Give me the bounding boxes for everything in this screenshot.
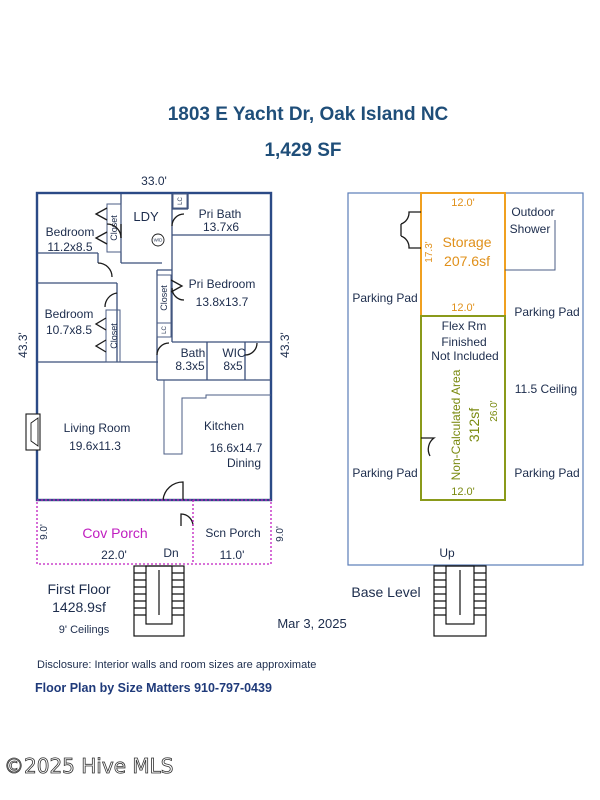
cov-porch-name: Cov Porch bbox=[82, 525, 147, 541]
parking-pad-2: Parking Pad bbox=[514, 305, 579, 319]
storage-bottom-dim: 12.0' bbox=[451, 302, 475, 314]
storage-top-dim: 12.0' bbox=[451, 197, 475, 209]
closet-label-2: Closet bbox=[109, 323, 119, 349]
wd-label: W/D bbox=[154, 238, 163, 243]
storage-name: Storage bbox=[442, 234, 491, 250]
dim-depth-left: 43.3' bbox=[16, 332, 30, 358]
first-floor-ceiling: 9' Ceilings bbox=[59, 624, 110, 636]
bath-name: Bath bbox=[181, 346, 206, 360]
cov-porch-width: 22.0' bbox=[101, 548, 127, 562]
non-calc-sf: 312sf bbox=[466, 408, 482, 442]
pri-bath-name: Pri Bath bbox=[199, 207, 242, 221]
dim-width-top: 33.0' bbox=[141, 174, 167, 188]
pri-bedroom-dim: 13.8x13.7 bbox=[196, 295, 249, 309]
kitchen-counters bbox=[163, 380, 271, 455]
first-floor-area: 1428.9sf bbox=[52, 599, 106, 615]
flex-room bbox=[420, 315, 506, 501]
pri-bedroom-name: Pri Bedroom bbox=[189, 277, 256, 291]
scn-porch-width: 11.0' bbox=[220, 548, 245, 562]
base-level-plan: 12.0' 17.3' Storage 207.6sf 12.0' Outdoo… bbox=[347, 192, 584, 637]
total-sf-title: 1,429 SF bbox=[264, 140, 341, 161]
lc-label-2: LC bbox=[162, 325, 168, 333]
storage-side-dim: 17.3' bbox=[424, 241, 435, 262]
non-calc-area: Non-Calculated Area bbox=[449, 369, 463, 480]
closet-label-3: Closet bbox=[159, 285, 169, 311]
disclosure-text: Disclosure: Interior walls and room size… bbox=[37, 659, 316, 671]
first-floor-plan: 33.0' 43.3' 43.3' Closet Closet Closet L… bbox=[16, 174, 292, 637]
bath-dim: 8.3x5 bbox=[175, 359, 205, 373]
ceiling-height: 11.5 Ceiling bbox=[515, 382, 577, 396]
closet-label-1: Closet bbox=[109, 215, 119, 241]
pri-bath-dim: 13.7x6 bbox=[203, 220, 239, 234]
storage-area: 207.6sf bbox=[444, 253, 490, 269]
stairs-dn-label: Dn bbox=[163, 546, 178, 560]
bedroom2-dim: 10.7x8.5 bbox=[46, 323, 92, 337]
parking-pad-1: Parking Pad bbox=[352, 291, 417, 305]
living-room-dim: 19.6x11.3 bbox=[69, 439, 121, 453]
flex-line2: Finished bbox=[441, 335, 486, 349]
bedroom1-name: Bedroom bbox=[46, 225, 95, 239]
dim-depth-right: 43.3' bbox=[278, 332, 292, 358]
flex-line1: Flex Rm bbox=[442, 319, 487, 333]
bedroom2-name: Bedroom bbox=[45, 307, 94, 321]
flex-line3: Not Included bbox=[431, 349, 498, 363]
porch-outline bbox=[36, 499, 272, 565]
storage-door bbox=[400, 211, 421, 249]
closet-bedroom2-box bbox=[105, 309, 121, 363]
outdoor-shower-line2: Shower bbox=[510, 222, 551, 236]
parking-pad-4: Parking Pad bbox=[514, 466, 579, 480]
living-room-name: Living Room bbox=[64, 421, 131, 435]
outdoor-shower-line1: Outdoor bbox=[511, 205, 554, 219]
stairs-up-label: Up bbox=[439, 546, 455, 560]
address-title: 1803 E Yacht Dr, Oak Island NC bbox=[168, 104, 449, 125]
fireplace-inner bbox=[30, 417, 39, 447]
flex-side-dim: 26.0' bbox=[489, 400, 500, 421]
base-level-label: Base Level bbox=[351, 584, 420, 600]
scn-porch-name: Scn Porch bbox=[205, 526, 260, 540]
flex-bottom-dim: 12.0' bbox=[451, 486, 475, 498]
stairs-up-icon bbox=[433, 565, 487, 637]
washer-dryer-icon bbox=[151, 233, 165, 247]
linen-closet-1 bbox=[172, 193, 188, 209]
lc-label-1: LC bbox=[178, 196, 184, 204]
flex-room-door bbox=[421, 437, 436, 457]
wic-dim: 8x5 bbox=[223, 359, 243, 373]
stairs-down-icon bbox=[133, 565, 185, 637]
kitchen-dim: 16.6x14.7 bbox=[210, 441, 263, 455]
fireplace-icon bbox=[25, 413, 41, 451]
credit-text: Floor Plan by Size Matters 910-797-0439 bbox=[35, 681, 272, 695]
outdoor-shower-wall bbox=[505, 220, 556, 271]
kitchen-name: Kitchen bbox=[204, 419, 244, 433]
parking-pad-3: Parking Pad bbox=[352, 466, 417, 480]
doors-first-floor bbox=[94, 207, 258, 527]
mls-watermark: ©2025 Hive MLS bbox=[4, 754, 173, 778]
linen-closet-2 bbox=[156, 322, 172, 338]
dining-name: Dining bbox=[227, 456, 261, 470]
cov-porch-depth: 9.0' bbox=[39, 524, 50, 540]
wic-name: WIC bbox=[222, 346, 246, 360]
first-floor-label: First Floor bbox=[48, 581, 111, 597]
scn-porch-depth: 9.0' bbox=[275, 526, 286, 542]
bedroom1-dim: 11.2x8.5 bbox=[47, 240, 92, 254]
plan-date: Mar 3, 2025 bbox=[277, 616, 346, 631]
ldy-label: LDY bbox=[133, 209, 159, 224]
